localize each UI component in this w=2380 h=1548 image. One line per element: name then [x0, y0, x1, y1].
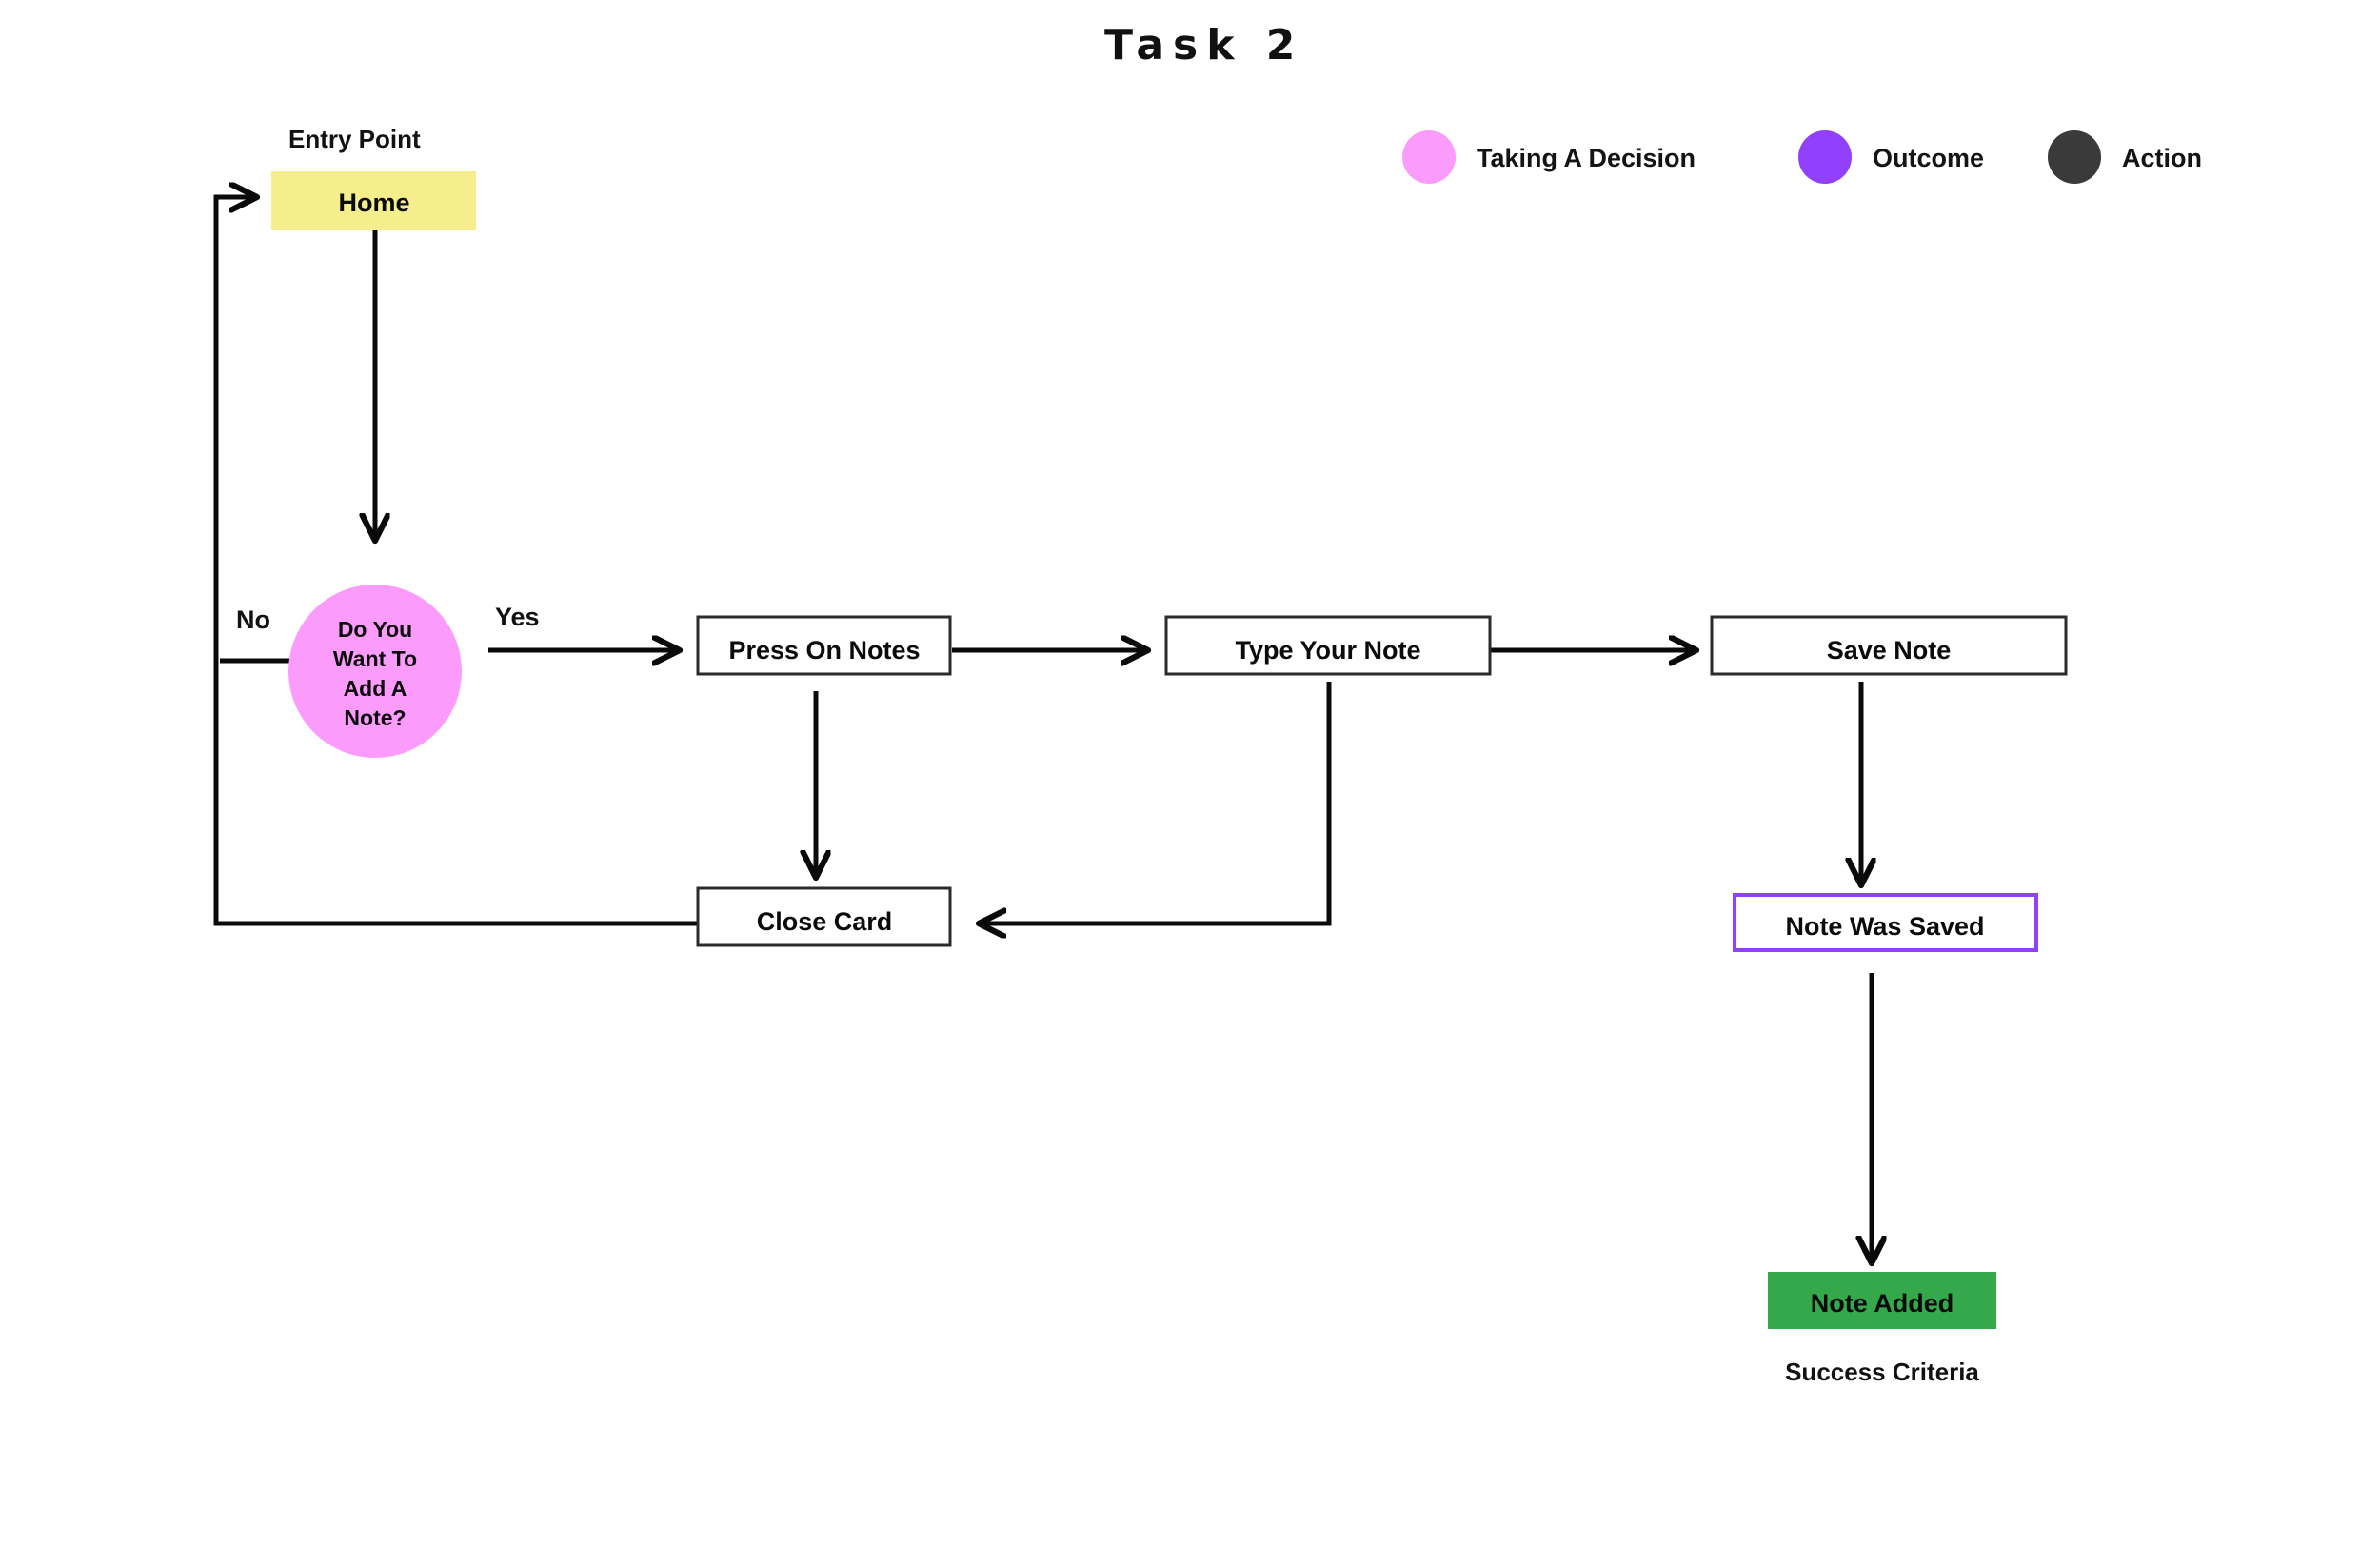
node-note-added-shape[interactable]	[1768, 1272, 1996, 1329]
node-close-card-shape[interactable]	[696, 886, 952, 947]
node-decision-label-line-3: Add A	[344, 676, 407, 701]
node-home[interactable]: Home	[271, 171, 476, 230]
legend-swatch-decision-icon	[1402, 130, 1456, 184]
legend: Taking A Decision Outcome Action	[1402, 130, 2202, 184]
node-note-was-saved[interactable]: Note Was Saved	[1733, 893, 2038, 952]
node-home-shape[interactable]	[271, 171, 476, 230]
node-press-on-notes-shape[interactable]	[696, 615, 952, 676]
node-save-note-shape[interactable]	[1710, 615, 2068, 676]
node-save-note[interactable]: Save Note	[1710, 615, 2068, 676]
legend-item-action: Action	[2048, 130, 2202, 184]
node-press-on-notes[interactable]: Press On Notes	[696, 615, 952, 676]
node-close-card-label: Close Card	[757, 907, 893, 936]
node-note-added-label: Note Added	[1811, 1289, 1954, 1318]
node-decision-label-line-1: Do You	[338, 617, 412, 642]
edge-label-yes: Yes	[495, 603, 540, 631]
edge-label-no: No	[236, 605, 270, 634]
node-decision-shape[interactable]	[288, 585, 462, 758]
node-type-your-note-label: Type Your Note	[1235, 636, 1420, 665]
node-home-label: Home	[338, 189, 409, 217]
page-title: Task 2	[1104, 21, 1303, 69]
node-decision-label-line-4: Note?	[344, 705, 406, 730]
legend-item-outcome: Outcome	[1798, 130, 1984, 184]
legend-swatch-outcome-icon	[1798, 130, 1852, 184]
node-decision-label-line-2: Want To	[333, 646, 417, 671]
legend-swatch-action-icon	[2048, 130, 2101, 184]
node-decision[interactable]: Do You Want To Add A Note?	[288, 585, 462, 758]
legend-label-outcome: Outcome	[1873, 144, 1984, 172]
node-close-card[interactable]: Close Card	[696, 886, 952, 947]
node-note-added[interactable]: Note Added	[1768, 1272, 1996, 1329]
legend-label-decision: Taking A Decision	[1477, 144, 1696, 172]
success-criteria-annotation: Success Criteria	[1785, 1358, 1979, 1386]
node-type-your-note-shape[interactable]	[1164, 615, 1492, 676]
node-press-on-notes-label: Press On Notes	[728, 636, 920, 665]
edge-close-card-to-home	[213, 197, 700, 926]
legend-label-action: Action	[2122, 144, 2202, 172]
edge-type-your-note-to-close-card	[981, 682, 1332, 923]
node-type-your-note[interactable]: Type Your Note	[1164, 615, 1492, 676]
node-save-note-label: Save Note	[1827, 636, 1952, 665]
node-note-was-saved-shape[interactable]	[1733, 893, 2038, 952]
entry-point-annotation: Entry Point	[288, 125, 421, 153]
node-note-was-saved-label: Note Was Saved	[1785, 912, 1984, 941]
legend-item-taking-a-decision: Taking A Decision	[1402, 130, 1696, 184]
